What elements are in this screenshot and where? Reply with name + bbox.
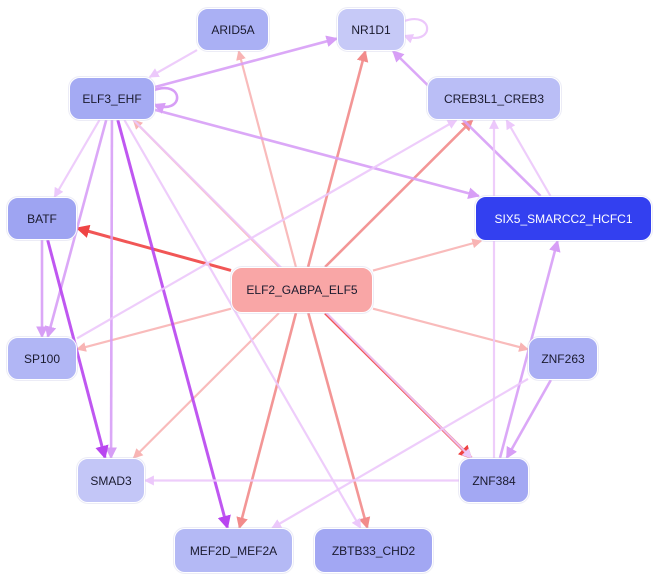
edge-elf3-to-mef2d xyxy=(116,119,231,530)
node-label: SMAD3 xyxy=(90,473,132,488)
node-label: NR1D1 xyxy=(351,22,391,37)
edge-elf2-to-zbtb33 xyxy=(307,312,371,530)
node-smad3[interactable]: SMAD3 xyxy=(77,458,145,503)
node-zbtb33-chd2[interactable]: ZBTB33_CHD2 xyxy=(314,528,433,573)
edge-sp100-to-creb3l1 xyxy=(76,119,458,340)
self-loop-elf3 xyxy=(152,87,179,114)
edge-elf2-to-six5 xyxy=(372,238,483,272)
edge-six5-to-nr1d1 xyxy=(391,50,542,197)
node-label: SIX5_SMARCC2_HCFC1 xyxy=(494,211,633,226)
node-label: MEF2D_MEF2A xyxy=(189,543,278,558)
edge-elf2-to-creb3l1 xyxy=(324,119,474,268)
node-znf384[interactable]: ZNF384 xyxy=(459,458,529,503)
edge-elf3-to-smad3 xyxy=(105,119,117,460)
node-label: ZNF384 xyxy=(472,473,516,488)
edge-six5-to-creb3l1 xyxy=(505,119,552,197)
node-mef2d-mef2a[interactable]: MEF2D_MEF2A xyxy=(174,528,293,573)
edge-elf2-to-sp100 xyxy=(76,307,232,352)
node-nr1d1[interactable]: NR1D1 xyxy=(337,8,405,51)
node-label: CREB3L1_CREB3 xyxy=(443,91,545,106)
edge-elf3-to-six5 xyxy=(154,108,480,199)
edge-znf263-to-mef2d xyxy=(271,377,529,529)
node-label: ZBTB33_CHD2 xyxy=(331,543,416,558)
node-label: ZNF263 xyxy=(541,351,585,366)
node-batf[interactable]: BATF xyxy=(7,197,77,240)
node-arid5a[interactable]: ARID5A xyxy=(197,8,269,51)
node-label: ELF3_EHF xyxy=(82,91,142,106)
node-six5-smarcc2-hcfc1[interactable]: SIX5_SMARCC2_HCFC1 xyxy=(475,196,652,241)
edge-elf3-to-sp100 xyxy=(44,119,108,339)
node-label: SP100 xyxy=(23,351,61,366)
node-label: ARID5A xyxy=(211,22,255,37)
node-sp100[interactable]: SP100 xyxy=(7,337,77,380)
node-elf3-ehf[interactable]: ELF3_EHF xyxy=(69,77,155,120)
edge-elf3-to-zbtb33 xyxy=(123,119,362,529)
edge-elf2-to-mef2d xyxy=(236,312,298,530)
edge-znf263-to-znf384 xyxy=(505,379,552,460)
edge-elf3-to-batf xyxy=(53,119,101,198)
node-label: ELF2_GABPA_ELF5 xyxy=(246,283,358,297)
node-label: BATF xyxy=(27,211,57,226)
node-elf2-gabpa-elf5[interactable]: ELF2_GABPA_ELF5 xyxy=(231,267,373,313)
edge-arid5a-to-elf3 xyxy=(148,49,198,78)
node-creb3l1-creb3[interactable]: CREB3L1_CREB3 xyxy=(427,77,561,120)
node-znf263[interactable]: ZNF263 xyxy=(528,337,598,380)
edge-elf2-to-znf263 xyxy=(372,307,529,352)
edge-elf3-to-nr1d1 xyxy=(154,35,339,89)
edge-elf2-to-smad3 xyxy=(132,312,280,459)
edge-elf2-to-arid5a xyxy=(236,50,297,268)
self-loop-nr1d1 xyxy=(402,18,429,44)
